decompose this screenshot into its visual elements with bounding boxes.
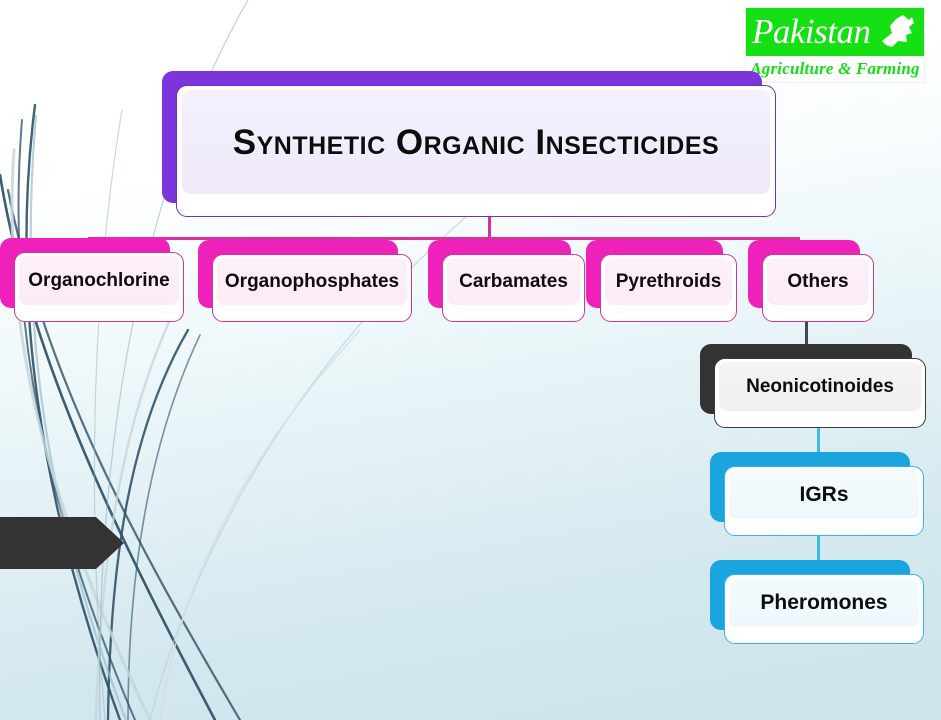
node-organophosphates-inner: Organophosphates bbox=[217, 258, 407, 305]
logo-tagline: Agriculture & Farming bbox=[750, 59, 920, 78]
node-neonicotinoides-inner: Neonicotinoides bbox=[719, 362, 921, 411]
node-label: Organochlorine bbox=[28, 269, 170, 291]
page-title: Synthetic Organic Insecticides bbox=[232, 122, 720, 162]
node-pyrethroids-face: Pyrethroids bbox=[600, 254, 737, 322]
node-organochlorine[interactable]: Organochlorine bbox=[0, 238, 184, 322]
node-igrs-inner: IGRs bbox=[729, 470, 919, 519]
node-title-inner: Synthetic Organic Insecticides bbox=[182, 90, 770, 194]
connector-level2-bus bbox=[88, 237, 800, 240]
node-carbamates[interactable]: Carbamates bbox=[428, 240, 585, 322]
node-pheromones-inner: Pheromones bbox=[729, 578, 919, 627]
connector-igrs-to-pheromones bbox=[817, 532, 820, 570]
node-pyrethroids-inner: Pyrethroids bbox=[605, 258, 732, 305]
node-title[interactable]: Synthetic Organic Insecticides bbox=[162, 71, 776, 217]
logo-name: Pakistan bbox=[752, 12, 871, 51]
node-carbamates-inner: Carbamates bbox=[447, 258, 580, 305]
logo-tagline-bar: Agriculture & Farming bbox=[746, 56, 924, 82]
node-label: Pyrethroids bbox=[615, 270, 722, 292]
node-organophosphates[interactable]: Organophosphates bbox=[198, 240, 412, 322]
node-label: Pheromones bbox=[760, 590, 888, 614]
node-pyrethroids[interactable]: Pyrethroids bbox=[586, 240, 737, 322]
left-arrow-banner bbox=[0, 517, 124, 569]
node-organochlorine-inner: Organochlorine bbox=[19, 256, 179, 305]
node-igrs[interactable]: IGRs bbox=[710, 452, 924, 536]
node-label: Organophosphates bbox=[224, 270, 400, 292]
node-others-face: Others bbox=[762, 254, 874, 322]
node-label: IGRs bbox=[799, 482, 849, 506]
node-others[interactable]: Others bbox=[748, 240, 874, 322]
node-others-inner: Others bbox=[767, 258, 869, 305]
connector-neonicotinoides-to-igrs bbox=[817, 424, 820, 462]
connector-title-stem bbox=[488, 203, 491, 239]
site-logo[interactable]: Pakistan Agriculture & Farming bbox=[746, 8, 924, 82]
pakistan-map-icon bbox=[882, 15, 914, 47]
node-label: Others bbox=[787, 270, 849, 292]
node-neonicotinoides-face: Neonicotinoides bbox=[714, 358, 926, 428]
node-carbamates-face: Carbamates bbox=[442, 254, 585, 322]
node-neonicotinoides[interactable]: Neonicotinoides bbox=[700, 344, 926, 428]
node-label: Carbamates bbox=[459, 270, 568, 292]
node-label: Neonicotinoides bbox=[746, 375, 894, 397]
node-igrs-face: IGRs bbox=[724, 466, 924, 536]
node-title-face: Synthetic Organic Insecticides bbox=[176, 85, 776, 217]
logo-banner: Pakistan bbox=[746, 8, 924, 56]
connector-others-to-neonicotinoides bbox=[805, 310, 808, 352]
node-pheromones[interactable]: Pheromones bbox=[710, 560, 924, 644]
node-organophosphates-face: Organophosphates bbox=[212, 254, 412, 322]
node-organochlorine-face: Organochlorine bbox=[14, 252, 184, 322]
node-pheromones-face: Pheromones bbox=[724, 574, 924, 644]
